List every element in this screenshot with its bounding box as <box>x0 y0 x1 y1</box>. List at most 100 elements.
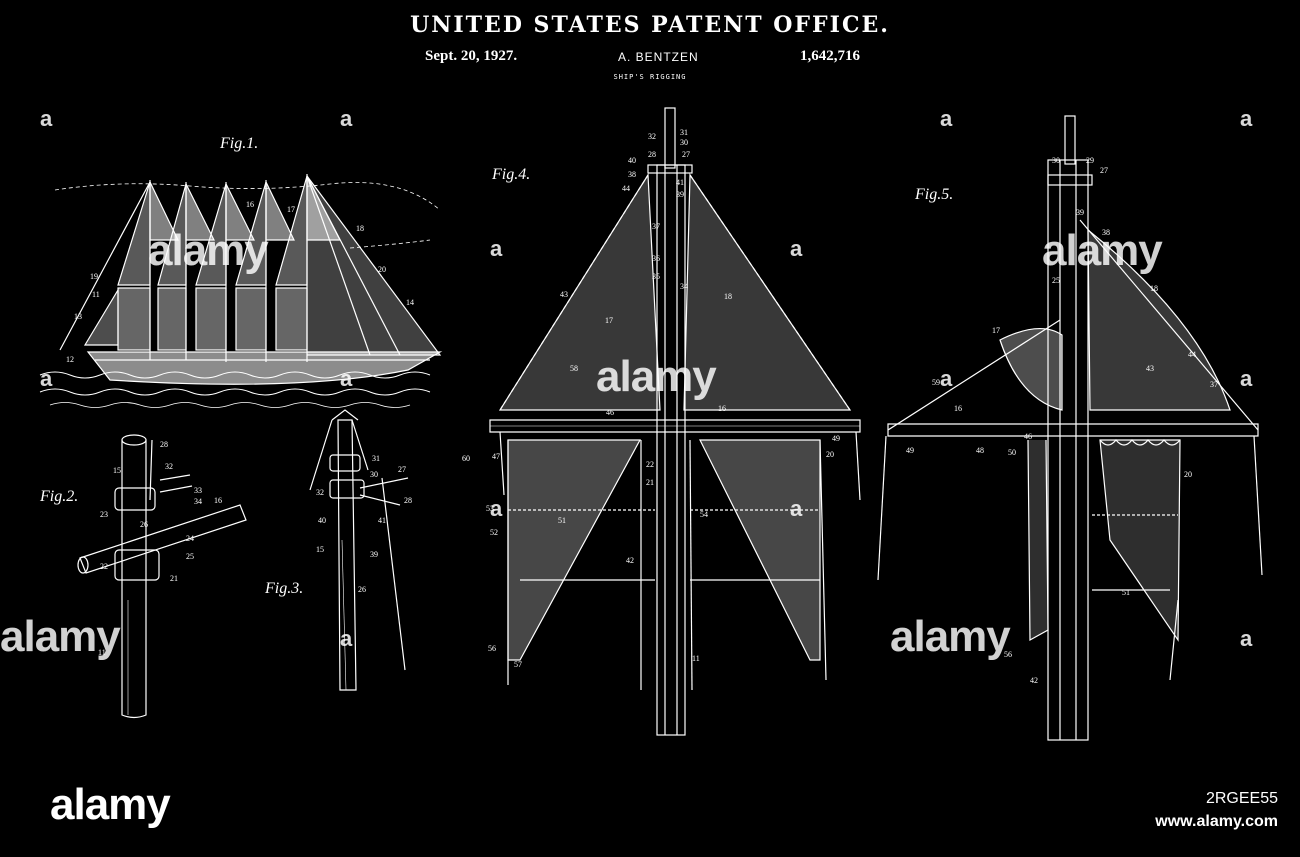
fig3-label: 32 <box>316 488 324 497</box>
alamy-url[interactable]: www.alamy.com <box>1155 813 1278 831</box>
fig1-ship-drawing <box>40 174 440 408</box>
fig2-label: 28 <box>160 440 168 449</box>
alamy-logo: alamy <box>50 780 170 830</box>
fig1-label: 20 <box>378 265 386 274</box>
fig3-label: 26 <box>358 585 366 594</box>
fig1-caption: Fig.1. <box>220 135 258 153</box>
fig2-label: 26 <box>140 520 148 529</box>
fig3-label: 27 <box>398 465 406 474</box>
fig4-caption: Fig.4. <box>492 166 530 184</box>
watermark-letter: a <box>490 236 502 262</box>
fig5-label: 17 <box>992 326 1000 335</box>
fig3-caption: Fig.3. <box>265 580 303 598</box>
fig1-label: 12 <box>66 355 74 364</box>
fig4-label: 21 <box>646 478 654 487</box>
fig4-label: 16 <box>718 404 726 413</box>
watermark-letter: a <box>340 626 352 652</box>
fig4-label: 27 <box>682 150 690 159</box>
fig5-label: 25 <box>1052 276 1060 285</box>
fig3-label: 30 <box>370 470 378 479</box>
fig4-label: 47 <box>492 452 500 461</box>
fig5-label: 59 <box>932 378 940 387</box>
fig5-label: 42 <box>1030 676 1038 685</box>
watermark-letter: a <box>790 236 802 262</box>
watermark-letter: a <box>790 496 802 522</box>
fig3-label: 15 <box>316 545 324 554</box>
watermark-word: alamy <box>0 612 120 662</box>
fig4-label: 30 <box>680 138 688 147</box>
fig5-label: 30 <box>1052 156 1060 165</box>
fig5-label: 16 <box>954 404 962 413</box>
fig1-label: 16 <box>246 200 254 209</box>
fig5-label: 29 <box>1086 156 1094 165</box>
fig4-label: 22 <box>646 460 654 469</box>
watermark-letter: a <box>1240 626 1252 652</box>
fig3-mast-head <box>310 410 408 690</box>
fig4-label: 38 <box>628 170 636 179</box>
watermark-word: alamy <box>890 612 1010 662</box>
fig4-label: 17 <box>605 316 613 325</box>
fig4-label: 20 <box>826 450 834 459</box>
fig4-label: 43 <box>560 290 568 299</box>
fig4-label: 52 <box>490 528 498 537</box>
fig4-label: 60 <box>462 454 470 463</box>
fig2-label: 23 <box>100 510 108 519</box>
watermark-letter: a <box>940 366 952 392</box>
fig4-label: 28 <box>648 150 656 159</box>
fig4-label: 31 <box>680 128 688 137</box>
fig2-label: 25 <box>186 552 194 561</box>
fig3-label: 40 <box>318 516 326 525</box>
fig5-label: 39 <box>1076 208 1084 217</box>
fig3-label: 31 <box>372 454 380 463</box>
fig1-label: 19 <box>90 272 98 281</box>
fig1-label: 17 <box>287 205 295 214</box>
fig2-label: 33 <box>194 486 202 495</box>
fig3-label: 39 <box>370 550 378 559</box>
fig4-label: 37 <box>652 222 660 231</box>
watermark-letter: a <box>340 366 352 392</box>
fig4-label: 39 <box>676 190 684 199</box>
fig4-label: 34 <box>680 282 688 291</box>
fig4-label: 11 <box>692 654 700 663</box>
fig4-label: 46 <box>606 408 614 417</box>
fig2-caption: Fig.2. <box>40 488 78 506</box>
watermark-letter: a <box>1240 106 1252 132</box>
fig4-label: 36 <box>652 254 660 263</box>
watermark-letter: a <box>40 366 52 392</box>
fig5-label: 50 <box>1008 448 1016 457</box>
fig3-label: 41 <box>378 516 386 525</box>
fig4-label: 40 <box>628 156 636 165</box>
fig4-label: 42 <box>626 556 634 565</box>
fig4-label: 32 <box>648 132 656 141</box>
fig3-label: 28 <box>404 496 412 505</box>
watermark-word: alamy <box>1042 226 1162 276</box>
watermark-letter: a <box>1240 366 1252 392</box>
fig2-label: 16 <box>214 496 222 505</box>
fig4-label: 56 <box>488 644 496 653</box>
fig5-label: 18 <box>1150 284 1158 293</box>
fig5-label: 43 <box>1146 364 1154 373</box>
fig4-label: 51 <box>558 516 566 525</box>
fig4-label: 57 <box>514 660 522 669</box>
fig5-label: 20 <box>1184 470 1192 479</box>
fig5-label: 37 <box>1210 380 1218 389</box>
watermark-letter: a <box>940 106 952 132</box>
fig2-label: 22 <box>100 562 108 571</box>
fig4-label: 18 <box>724 292 732 301</box>
fig5-label: 46 <box>1024 432 1032 441</box>
fig4-label: 41 <box>676 178 684 187</box>
fig4-label: 44 <box>622 184 630 193</box>
fig1-label: 14 <box>406 298 414 307</box>
image-id: 2RGEE55 <box>1206 790 1278 808</box>
fig1-label: 13 <box>74 312 82 321</box>
fig1-label: 11 <box>92 290 100 299</box>
fig2-label: 34 <box>194 497 202 506</box>
fig4-label: 49 <box>832 434 840 443</box>
watermark-letter: a <box>40 106 52 132</box>
fig2-label: 15 <box>113 466 121 475</box>
fig4-label: 58 <box>570 364 578 373</box>
fig5-caption: Fig.5. <box>915 186 953 204</box>
fig2-label: 21 <box>170 574 178 583</box>
fig5-label: 51 <box>1122 588 1130 597</box>
